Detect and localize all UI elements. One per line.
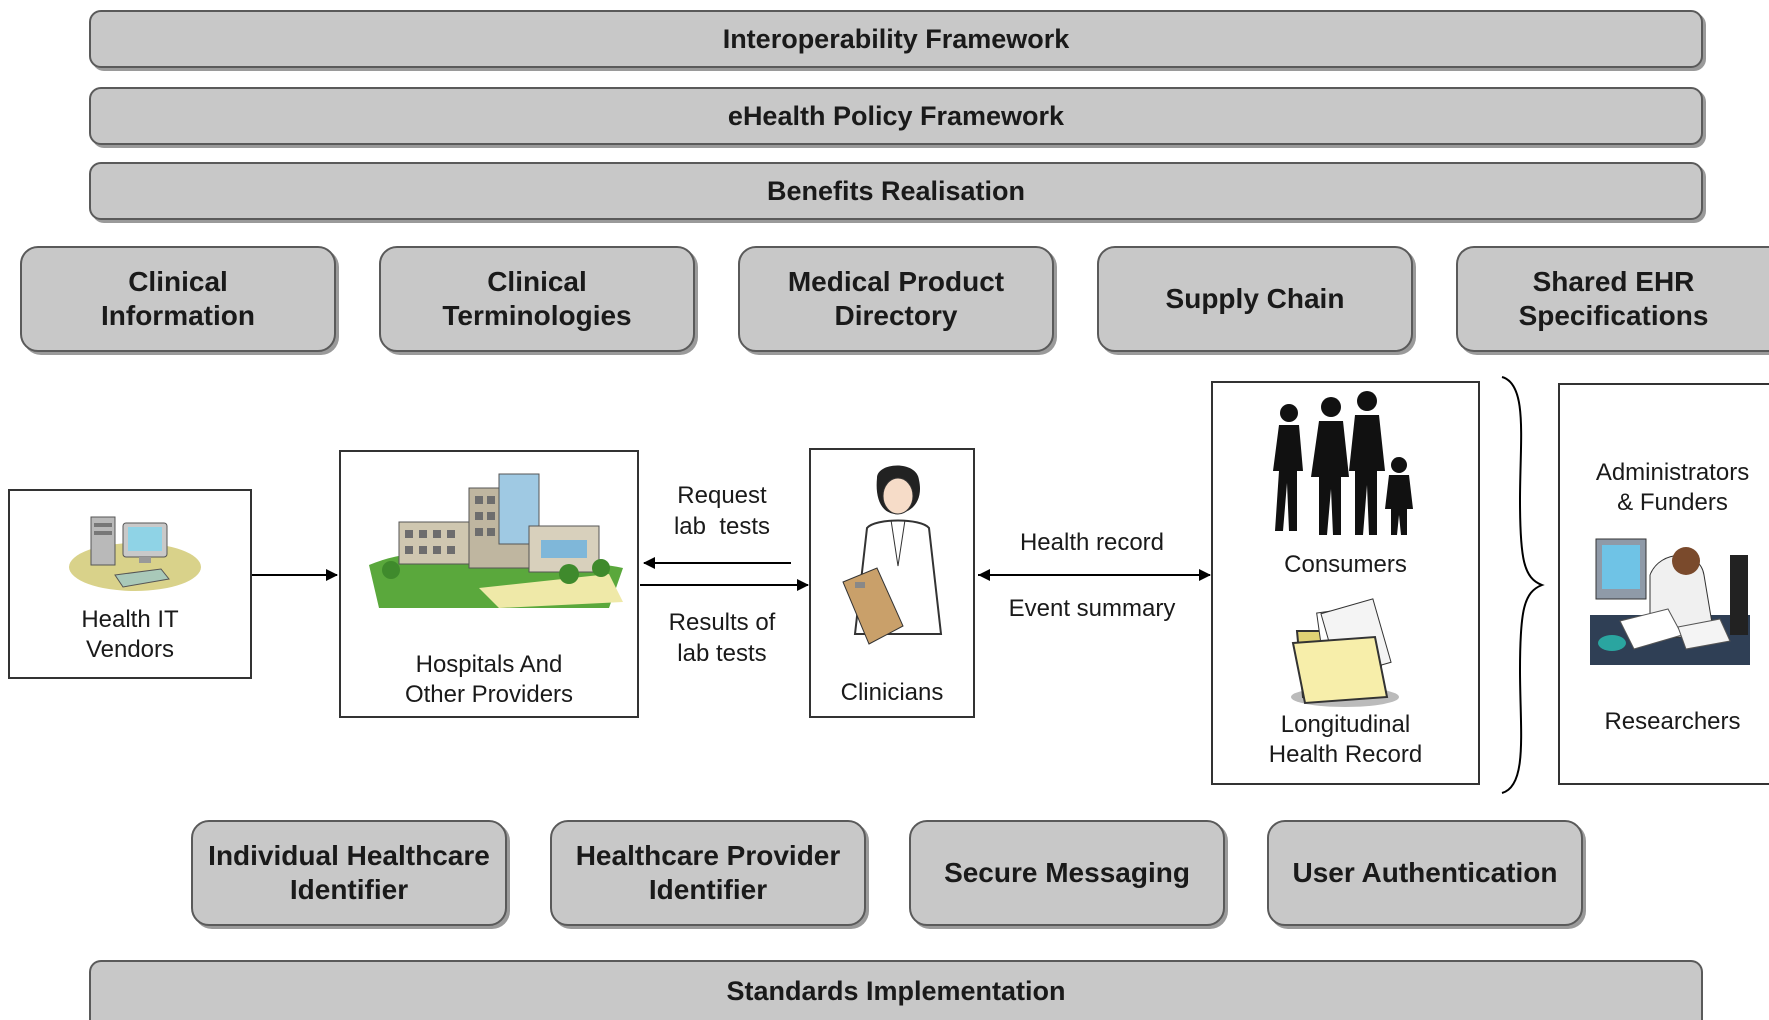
folder-icon (1291, 598, 1399, 707)
module-label-line2: Identifier (648, 874, 768, 905)
label-line1: Hospitals And (415, 651, 563, 678)
module-label-line1: Medical Product (787, 266, 1005, 297)
grouping-brace (1501, 376, 1545, 794)
ehealth-policy-framework-band: eHealth Policy Framework (89, 87, 1703, 145)
hospitals-label: Hospitals And Other Providers (341, 650, 637, 710)
consumers-label: Consumers (1284, 551, 1407, 578)
clinician-icon (842, 465, 943, 645)
label-line2: Other Providers (404, 681, 574, 708)
module-label-line2: Directory (834, 300, 958, 331)
label-line2: & Funders (1617, 489, 1728, 516)
request-lab-tests-label: Request lab tests (660, 480, 784, 542)
module-label-line1: Clinical (128, 266, 228, 297)
administrators-funders-label: Administrators & Funders (1560, 458, 1769, 518)
hospital-icon (369, 473, 623, 608)
module-label-line1: User Authentication (1292, 857, 1558, 888)
clinicians-box: Clinicians (809, 448, 975, 718)
interoperability-framework-band: Interoperability Framework (89, 10, 1703, 68)
label-line2: Health Record (1268, 741, 1423, 768)
secure-messaging-module: Secure Messaging (909, 820, 1225, 926)
supply-chain-module: Supply Chain (1097, 246, 1413, 352)
health-it-vendors-label: Health IT Vendors (10, 605, 250, 665)
label-line1: Longitudinal (1280, 711, 1411, 738)
benefits-realisation-band: Benefits Realisation (89, 162, 1703, 220)
module-label-line1: Individual Healthcare (208, 840, 490, 871)
user-authentication-module: User Authentication (1267, 820, 1583, 926)
module-label-line2: Specifications (1518, 300, 1709, 331)
label-line1: Administrators (1595, 459, 1750, 486)
module-label-line2: Identifier (289, 874, 409, 905)
results-lab-tests-label: Results of lab tests (660, 607, 784, 669)
computer-icon (69, 516, 201, 591)
label-line1: Results of (668, 609, 776, 636)
label-line1: Request (677, 482, 767, 509)
hospitals-box: Hospitals And Other Providers (339, 450, 639, 718)
module-label-line2: Terminologies (442, 300, 632, 331)
family-icon (1273, 391, 1413, 535)
consumers-box: Consumers Longitudinal Health Record (1211, 381, 1480, 785)
admins-researchers-box: Administrators & Funders Researchers (1558, 383, 1769, 785)
label-line2: lab tests (677, 640, 767, 667)
health-record-arrow-back (978, 569, 990, 581)
label-line2: Vendors (85, 636, 175, 663)
longitudinal-health-record-label: Longitudinal Health Record (1213, 710, 1478, 770)
module-label-line1: Secure Messaging (944, 857, 1190, 888)
module-label-line1: Healthcare Provider (575, 840, 841, 871)
clinicians-label: Clinicians (840, 679, 944, 706)
researchers-label: Researchers (1604, 708, 1741, 735)
standards-implementation-band: Standards Implementation (89, 960, 1703, 1020)
label-line2: lab tests (673, 513, 771, 540)
module-label-line1: Supply Chain (1165, 283, 1345, 314)
health-it-vendors-box: Health IT Vendors (8, 489, 252, 679)
event-summary-label: Event summary (1008, 595, 1176, 622)
researcher-icon (1590, 538, 1750, 665)
module-label-line2: Information (101, 300, 255, 331)
module-label-line1: Clinical (487, 266, 587, 297)
label-line1: Health IT (81, 606, 179, 633)
module-label-line1: Shared EHR (1532, 266, 1695, 297)
health-record-label: Health record (1019, 529, 1165, 556)
